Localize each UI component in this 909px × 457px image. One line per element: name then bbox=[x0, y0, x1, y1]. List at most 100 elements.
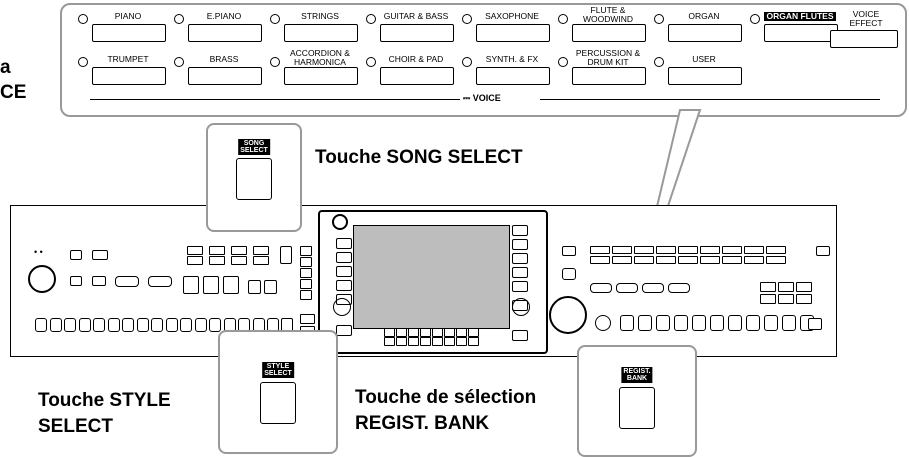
voice-button-brass[interactable]: BRASS bbox=[174, 55, 262, 85]
panel-button-row2-2[interactable] bbox=[778, 294, 794, 304]
voice-button-trumpet[interactable]: TRUMPET bbox=[78, 55, 166, 85]
part-button-1[interactable] bbox=[300, 246, 312, 256]
lcd-left-extra[interactable] bbox=[336, 325, 352, 336]
master-volume-knob[interactable] bbox=[28, 265, 56, 293]
right-top-button[interactable] bbox=[562, 246, 576, 256]
voice-control-row1-6[interactable] bbox=[700, 246, 720, 254]
transpose-button-2[interactable] bbox=[148, 276, 172, 287]
style-control-1[interactable] bbox=[183, 276, 199, 294]
style-control-3[interactable] bbox=[223, 276, 239, 294]
voice-key-saxophone[interactable] bbox=[476, 24, 550, 42]
voice-control-row2-7[interactable] bbox=[722, 256, 742, 264]
voice-control-row2-2[interactable] bbox=[612, 256, 632, 264]
voice-control-row1-4[interactable] bbox=[656, 246, 676, 254]
registration-button-8[interactable] bbox=[746, 315, 760, 331]
voice-key-choir-pad[interactable] bbox=[380, 67, 454, 85]
part-button-5[interactable] bbox=[300, 290, 312, 300]
bottom-row-button-13[interactable] bbox=[209, 318, 221, 332]
voice-control-row1-1[interactable] bbox=[590, 246, 610, 254]
lcd-bottom-button-top-5[interactable] bbox=[432, 328, 443, 337]
lcd-right-button-5[interactable] bbox=[512, 281, 528, 292]
voice-effect-key[interactable] bbox=[830, 30, 898, 48]
lcd-left-button-4[interactable] bbox=[336, 280, 352, 291]
song-control-row2-1[interactable] bbox=[187, 256, 203, 265]
panel-button-row2-1[interactable] bbox=[760, 294, 776, 304]
multipad-button-1[interactable] bbox=[590, 283, 612, 293]
voice-button-accordion-harmonica[interactable]: ACCORDION & HARMONICA bbox=[270, 49, 358, 85]
panel-button-row1-1[interactable] bbox=[760, 282, 776, 292]
voice-button-organ[interactable]: ORGAN bbox=[654, 12, 742, 42]
voice-control-row1-8[interactable] bbox=[744, 246, 764, 254]
part-button-2[interactable] bbox=[300, 257, 312, 267]
lcd-right-button-4[interactable] bbox=[512, 267, 528, 278]
voice-button-choir-pad[interactable]: CHOIR & PAD bbox=[366, 55, 454, 85]
bottom-row-button-2[interactable] bbox=[49, 318, 62, 332]
registration-button-4[interactable] bbox=[674, 315, 688, 331]
bottom-row-button-9[interactable] bbox=[151, 318, 163, 332]
voice-key-user[interactable] bbox=[668, 67, 742, 85]
lcd-knob-right[interactable] bbox=[512, 298, 530, 316]
voice-button-strings[interactable]: STRINGS bbox=[270, 12, 358, 42]
small-button-d[interactable] bbox=[92, 276, 106, 286]
lcd-bottom-button-low-2[interactable] bbox=[396, 337, 407, 346]
freeze-button[interactable] bbox=[808, 318, 822, 330]
voice-button-e-piano[interactable]: E.PIANO bbox=[174, 12, 262, 42]
song-control-row2-4[interactable] bbox=[253, 256, 269, 265]
right-button-left[interactable] bbox=[562, 268, 576, 280]
voice-key-percussion-drum-kit[interactable] bbox=[572, 67, 646, 85]
lcd-bottom-button-top-2[interactable] bbox=[396, 328, 407, 337]
lcd-left-button-2[interactable] bbox=[336, 252, 352, 263]
registration-button-9[interactable] bbox=[764, 315, 778, 331]
lcd-bottom-button-low-1[interactable] bbox=[384, 337, 395, 346]
lcd-bottom-button-top-3[interactable] bbox=[408, 328, 419, 337]
song-control-row2-3[interactable] bbox=[231, 256, 247, 265]
registration-button-6[interactable] bbox=[710, 315, 724, 331]
song-select-key[interactable] bbox=[236, 158, 272, 200]
registration-button-7[interactable] bbox=[728, 315, 742, 331]
voice-button-percussion-drum-kit[interactable]: PERCUSSION & DRUM KIT bbox=[558, 49, 646, 85]
voice-button-synth-fx[interactable]: SYNTH. & FX bbox=[462, 55, 550, 85]
voice-control-row2-3[interactable] bbox=[634, 256, 654, 264]
panel-button-row1-3[interactable] bbox=[796, 282, 812, 292]
small-button-b[interactable] bbox=[92, 250, 108, 260]
registration-button-3[interactable] bbox=[656, 315, 670, 331]
bottom-row-button-3[interactable] bbox=[64, 318, 76, 332]
song-control-row1-4[interactable] bbox=[253, 246, 269, 255]
voice-control-row2-4[interactable] bbox=[656, 256, 676, 264]
small-button-c[interactable] bbox=[70, 276, 82, 286]
multipad-button-4[interactable] bbox=[668, 283, 690, 293]
bottom-row-button-4[interactable] bbox=[78, 318, 91, 332]
lcd-bottom-button-top-4[interactable] bbox=[420, 328, 431, 337]
bottom-row-button-11[interactable] bbox=[180, 318, 192, 332]
bottom-row-button-7[interactable] bbox=[122, 318, 134, 332]
lcd-exit-knob-left[interactable] bbox=[333, 298, 351, 316]
small-button-a[interactable] bbox=[70, 250, 82, 260]
voice-control-row1-2[interactable] bbox=[612, 246, 632, 254]
right-edge-button[interactable] bbox=[816, 246, 830, 256]
lcd-left-button-1[interactable] bbox=[336, 238, 352, 249]
voice-button-flute-woodwind[interactable]: FLUTE & WOODWIND bbox=[558, 6, 646, 42]
voice-button-piano[interactable]: PIANO bbox=[78, 12, 166, 42]
voice-control-row2-1[interactable] bbox=[590, 256, 610, 264]
lcd-bottom-button-low-7[interactable] bbox=[456, 337, 467, 346]
acmp-control-1[interactable] bbox=[248, 280, 261, 294]
lcd-bottom-button-low-3[interactable] bbox=[408, 337, 419, 346]
enter-button[interactable] bbox=[595, 315, 611, 331]
style-side-button-1[interactable] bbox=[300, 314, 315, 324]
song-control-row1-1[interactable] bbox=[187, 246, 203, 255]
lcd-bottom-button-low-5[interactable] bbox=[432, 337, 443, 346]
voice-button-saxophone[interactable]: SAXOPHONE bbox=[462, 12, 550, 42]
lcd-bottom-button-top-6[interactable] bbox=[444, 328, 455, 337]
voice-key-flute-woodwind[interactable] bbox=[572, 24, 646, 42]
lcd-right-button-2[interactable] bbox=[512, 239, 528, 250]
panel-button-row2-3[interactable] bbox=[796, 294, 812, 304]
registration-button-5[interactable] bbox=[692, 315, 706, 331]
registration-button-10[interactable] bbox=[782, 315, 796, 331]
regist-bank-key[interactable] bbox=[619, 387, 655, 429]
voice-control-row1-3[interactable] bbox=[634, 246, 654, 254]
voice-key-guitar-bass[interactable] bbox=[380, 24, 454, 42]
song-select-button[interactable] bbox=[280, 246, 292, 264]
bottom-row-button-6[interactable] bbox=[107, 318, 120, 332]
panel-button-row1-2[interactable] bbox=[778, 282, 794, 292]
voice-key-e-piano[interactable] bbox=[188, 24, 262, 42]
